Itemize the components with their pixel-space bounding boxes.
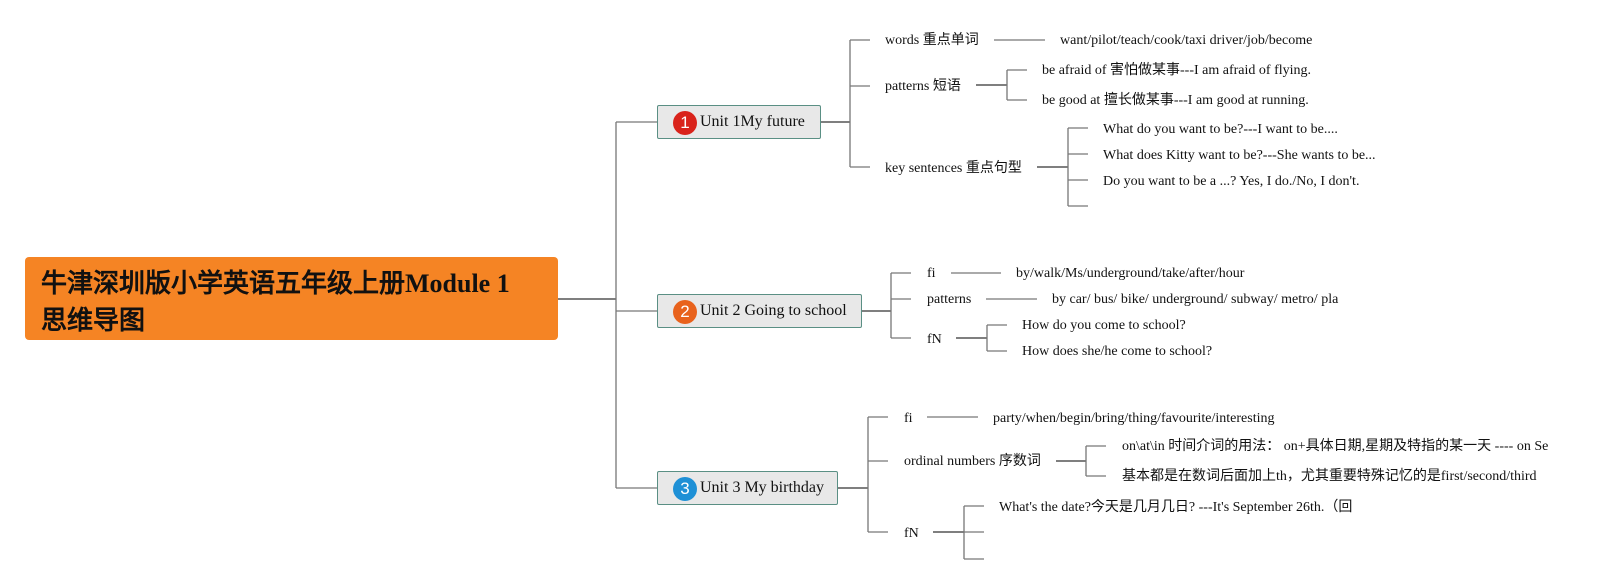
number-2-icon: 2 (673, 300, 697, 324)
unit-3-sentences-label[interactable]: fN (904, 526, 919, 541)
root-title-line2: 思维导图 (41, 306, 146, 335)
unit-3-topic[interactable]: 3 Unit 3 My birthday (657, 471, 838, 505)
unit-3-words-label[interactable]: fi (904, 411, 913, 426)
unit-1-sentences-label[interactable]: key sentences 重点句型 (885, 161, 1022, 176)
unit-3-ordinal-2[interactable]: 基本都是在数词后面加上th，尤其重要特殊记忆的是first/second/thi… (1122, 469, 1537, 484)
unit-3-sentence-1[interactable]: What's the date?今天是几月几日? ---It's Septemb… (999, 500, 1353, 515)
unit-1-sentence-3[interactable]: Do you want to be a ...? Yes, I do./No, … (1103, 174, 1360, 189)
unit-3-ordinal-1[interactable]: on\at\in 时间介词的用法： on+具体日期,星期及特指的某一天 ----… (1122, 439, 1549, 454)
number-3-icon: 3 (673, 477, 697, 501)
unit-1-words-label[interactable]: words 重点单词 (885, 33, 979, 48)
unit-2-words-value[interactable]: by/walk/Ms/underground/take/after/hour (1016, 266, 1245, 281)
unit-1-words-value[interactable]: want/pilot/teach/cook/taxi driver/job/be… (1060, 33, 1313, 48)
unit-1-pattern-2[interactable]: be good at 擅长做某事---I am good at running. (1042, 93, 1309, 108)
unit-1-sentence-1[interactable]: What do you want to be?---I want to be..… (1103, 122, 1338, 137)
unit-2-sentence-2[interactable]: How does she/he come to school? (1022, 344, 1213, 359)
unit-2-patterns-label[interactable]: patterns (927, 292, 972, 307)
unit-3-words-value[interactable]: party/when/begin/bring/thing/favourite/i… (993, 411, 1275, 426)
unit-2-label: Unit 2 Going to school (700, 302, 847, 319)
root-title-line1: 牛津深圳版小学英语五年级上册Module 1 (41, 269, 510, 298)
unit-3-ordinal-label[interactable]: ordinal numbers 序数词 (904, 454, 1041, 469)
unit-1-label: Unit 1My future (700, 113, 805, 130)
unit-2-sentences-label[interactable]: fN (927, 332, 942, 347)
number-1-icon: 1 (673, 111, 697, 135)
unit-1-sentence-2[interactable]: What does Kitty want to be?---She wants … (1103, 148, 1376, 163)
unit-1-topic[interactable]: 1 Unit 1My future (657, 105, 821, 139)
unit-1-pattern-1[interactable]: be afraid of 害怕做某事---I am afraid of flyi… (1042, 63, 1312, 78)
unit-2-patterns-value[interactable]: by car/ bus/ bike/ underground/ subway/ … (1052, 292, 1339, 307)
root-topic[interactable]: 牛津深圳版小学英语五年级上册Module 1 思维导图 (25, 257, 558, 340)
unit-3-label: Unit 3 My birthday (700, 479, 824, 496)
unit-2-sentence-1[interactable]: How do you come to school? (1022, 318, 1186, 333)
unit-1-patterns-label[interactable]: patterns 短语 (885, 79, 961, 94)
unit-2-words-label[interactable]: fi (927, 266, 936, 281)
unit-2-topic[interactable]: 2 Unit 2 Going to school (657, 294, 862, 328)
